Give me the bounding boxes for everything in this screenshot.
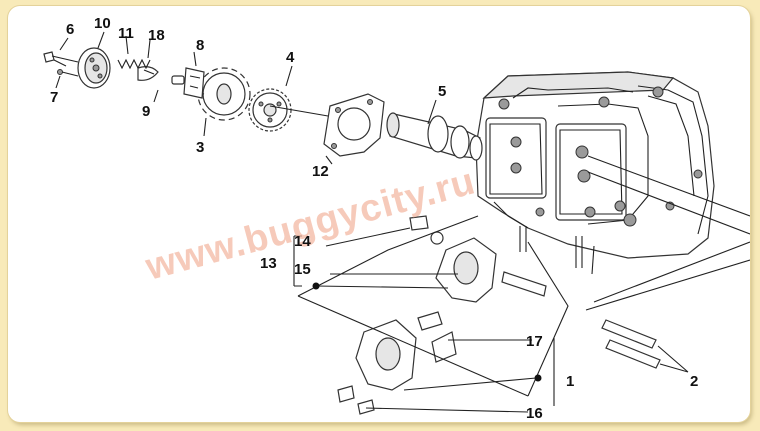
callout-2: 2: [690, 373, 698, 390]
diagram-panel: www.buggycity.ru 1 2 3 4 5 6 7 8 9 10 11…: [8, 6, 750, 422]
spring: [117, 58, 151, 70]
lower-rocker: [337, 311, 457, 415]
gear: [187, 67, 251, 121]
cylinder-head: [475, 71, 715, 275]
callout-labels: 1 2 3 4 5 6 7 8 9 10 11 12 13 14 15 16 1…: [50, 15, 698, 422]
callout-6: 6: [66, 21, 74, 38]
callout-4: 4: [286, 49, 295, 66]
callout-8: 8: [196, 37, 204, 54]
callout-3: 3: [196, 139, 204, 156]
cam-sprocket: [248, 88, 292, 132]
callout-13: 13: [260, 255, 277, 272]
callout-16: 16: [526, 405, 543, 422]
pins: [601, 319, 661, 369]
cam-plate: [323, 93, 385, 157]
callout-11: 11: [118, 25, 134, 42]
callout-9: 9: [142, 103, 150, 120]
small-parts: [137, 66, 205, 99]
callout-7: 7: [50, 89, 58, 106]
bolts: [43, 51, 79, 77]
upper-rocker: [409, 215, 547, 303]
callout-12: 12: [312, 163, 329, 180]
exploded-parts-diagram: www.buggycity.ru 1 2 3 4 5 6 7 8 9 10 11…: [43, 15, 750, 422]
leader-lines: [55, 31, 750, 413]
callout-18: 18: [148, 27, 165, 44]
callout-10: 10: [94, 15, 111, 32]
camshaft: [386, 112, 483, 161]
callout-1: 1: [566, 373, 574, 390]
callout-17: 17: [526, 333, 543, 350]
callout-5: 5: [438, 83, 446, 100]
callout-15: 15: [294, 261, 311, 278]
pulley: [77, 47, 111, 89]
callout-14: 14: [294, 233, 311, 250]
